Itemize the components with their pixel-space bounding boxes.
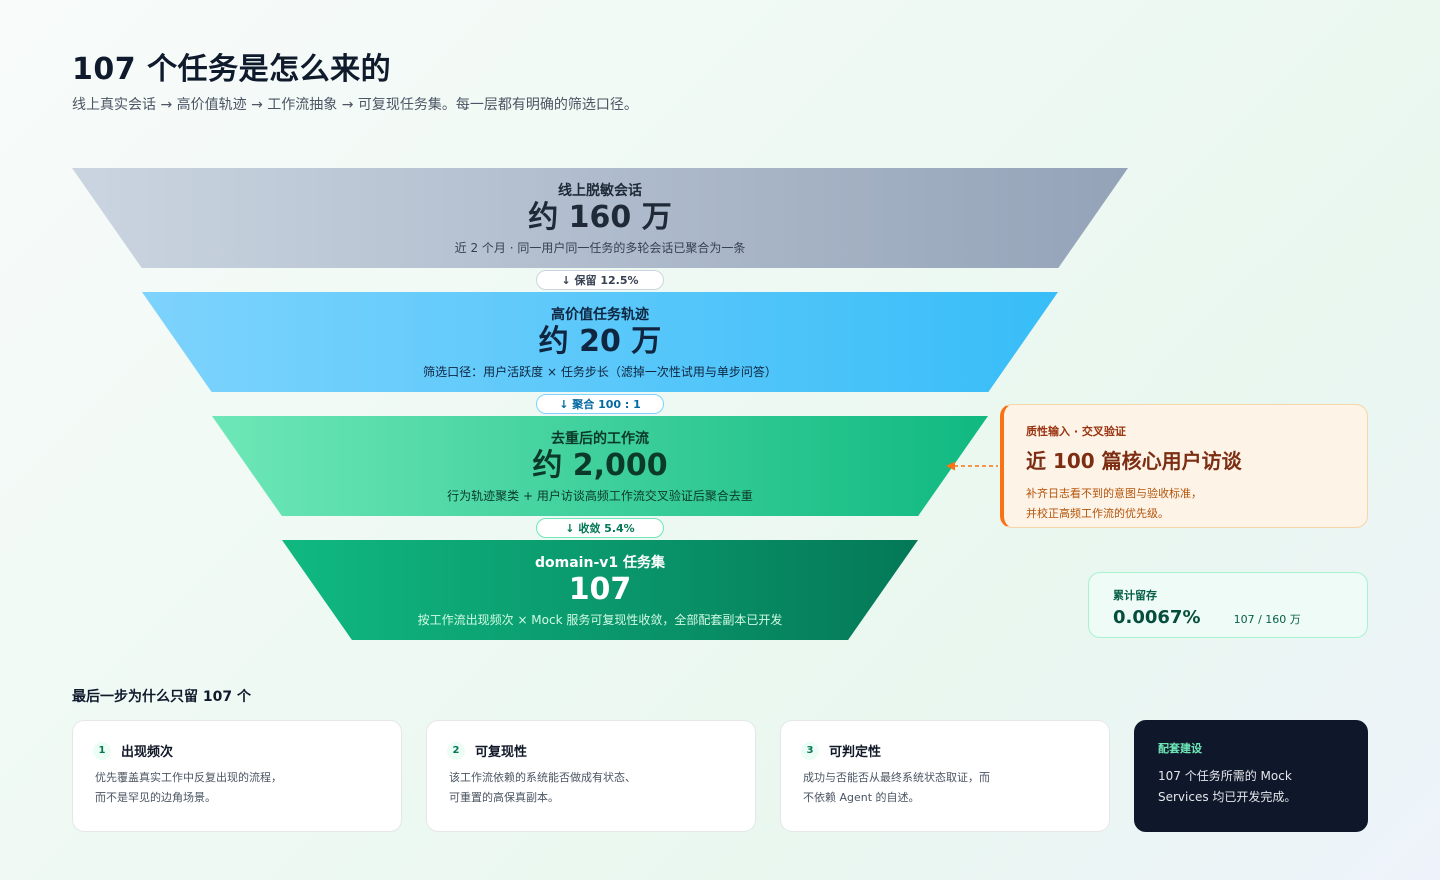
mock-services-note: 配套建设 107 个任务所需的 Mock Services 均已开发完成。 bbox=[1134, 720, 1368, 832]
callout-headline: 近 100 篇核心用户访谈 bbox=[1026, 449, 1242, 473]
funnel-stage-online-sessions: 线上脱敏会话 约 160 万 近 2 个月 · 同一用户同一任务的多轮会话已聚合… bbox=[72, 168, 1128, 268]
connector-converge: ↓ 收敛 5.4% bbox=[536, 518, 664, 538]
reason-body: 优先覆盖真实工作中反复出现的流程，而不是罕见的边角场景。 bbox=[95, 771, 282, 804]
reason-body: 成功与否能否从最终系统状态取证，而不依赖 Agent 的自述。 bbox=[803, 771, 990, 804]
stage-label: domain-v1 任务集 bbox=[535, 555, 665, 572]
reason-title: 出现频次 bbox=[121, 745, 174, 760]
reason-title: 可判定性 bbox=[829, 745, 882, 760]
reason-number: 3 bbox=[801, 741, 819, 760]
stage-value: 约 20 万 bbox=[538, 324, 662, 360]
retention-ratio: 107 / 160 万 bbox=[1233, 613, 1301, 626]
retention-card: 累计留存 0.0067% 107 / 160 万 bbox=[1088, 572, 1368, 638]
stage-desc: 行为轨迹聚类 + 用户访谈高频工作流交叉验证后聚合去重 bbox=[447, 488, 753, 503]
funnel-stage-deduped-workflows: 去重后的工作流 约 2,000 行为轨迹聚类 + 用户访谈高频工作流交叉验证后聚… bbox=[212, 416, 988, 516]
funnel-stage-task-set: domain-v1 任务集 107 按工作流出现频次 × Mock 服务可复现性… bbox=[282, 540, 918, 640]
reason-title: 可复现性 bbox=[475, 745, 528, 760]
section-title: 最后一步为什么只留 107 个 bbox=[72, 689, 251, 705]
callout-arrow-icon bbox=[946, 461, 998, 471]
page-subtitle: 线上真实会话 → 高价值轨迹 → 工作流抽象 → 可复现任务集。每一层都有明确的… bbox=[72, 97, 638, 113]
note-body: 107 个任务所需的 Mock Services 均已开发完成。 bbox=[1158, 769, 1297, 804]
stage-value: 107 bbox=[568, 572, 632, 608]
stage-value: 约 2,000 bbox=[532, 448, 668, 484]
reason-number: 2 bbox=[447, 741, 465, 760]
stage-value: 约 160 万 bbox=[528, 200, 672, 236]
page-title: 107 个任务是怎么来的 bbox=[72, 52, 392, 87]
stage-desc: 近 2 个月 · 同一用户同一任务的多轮会话已聚合为一条 bbox=[454, 240, 746, 255]
retention-label: 累计留存 bbox=[1113, 589, 1157, 602]
reason-body: 该工作流依赖的系统能否做成有状态、可重置的高保真副本。 bbox=[449, 771, 636, 804]
connector-retain: ↓ 保留 12.5% bbox=[536, 270, 664, 290]
interview-callout: 质性输入 · 交叉验证 近 100 篇核心用户访谈 补齐日志看不到的意图与验收标… bbox=[1000, 404, 1368, 528]
retention-value: 0.0067% bbox=[1113, 607, 1201, 628]
stage-desc: 筛选口径：用户活跃度 × 任务步长（滤掉一次性试用与单步问答） bbox=[423, 364, 777, 379]
stage-label: 去重后的工作流 bbox=[551, 431, 649, 448]
note-title: 配套建设 bbox=[1158, 742, 1202, 755]
callout-kicker: 质性输入 · 交叉验证 bbox=[1026, 425, 1126, 438]
stage-desc: 按工作流出现频次 × Mock 服务可复现性收敛，全部配套副本已开发 bbox=[417, 612, 783, 627]
reason-card: 1 出现频次 优先覆盖真实工作中反复出现的流程，而不是罕见的边角场景。 bbox=[72, 720, 402, 832]
reason-card: 3 可判定性 成功与否能否从最终系统状态取证，而不依赖 Agent 的自述。 bbox=[780, 720, 1110, 832]
stage-label: 线上脱敏会话 bbox=[558, 183, 642, 200]
funnel-stage-high-value-trajectories: 高价值任务轨迹 约 20 万 筛选口径：用户活跃度 × 任务步长（滤掉一次性试用… bbox=[142, 292, 1058, 392]
reason-card: 2 可复现性 该工作流依赖的系统能否做成有状态、可重置的高保真副本。 bbox=[426, 720, 756, 832]
connector-aggregate: ↓ 聚合 100 : 1 bbox=[536, 394, 664, 414]
callout-line: 补齐日志看不到的意图与验收标准， bbox=[1026, 487, 1202, 500]
callout-line: 并校正高频工作流的优先级。 bbox=[1026, 507, 1169, 520]
stage-label: 高价值任务轨迹 bbox=[551, 307, 649, 324]
reason-number: 1 bbox=[93, 741, 111, 760]
